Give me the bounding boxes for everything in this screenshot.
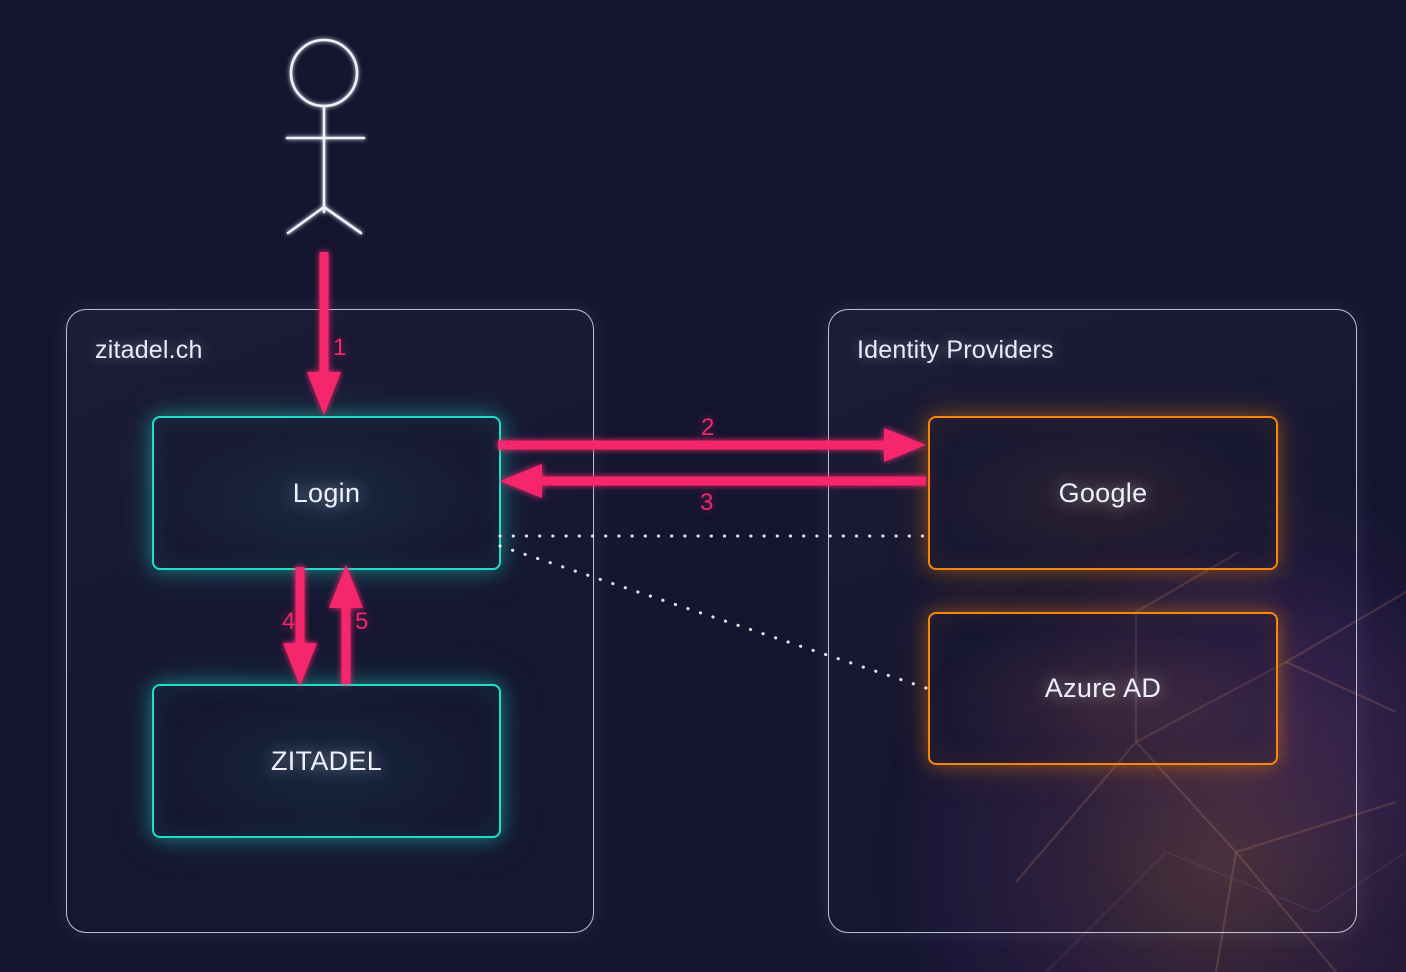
flow-label-2: 2 bbox=[701, 414, 715, 441]
user-stick-figure-icon bbox=[285, 38, 366, 235]
flow-label-5: 5 bbox=[355, 608, 369, 635]
flow-label-1: 1 bbox=[333, 334, 347, 361]
node-google-label: Google bbox=[1058, 477, 1148, 508]
node-azure-ad[interactable]: Azure AD bbox=[928, 612, 1278, 765]
node-login[interactable]: Login bbox=[152, 416, 501, 570]
zone-zitadel-ch: zitadel.ch bbox=[66, 309, 594, 933]
actor-head bbox=[289, 38, 359, 108]
node-google[interactable]: Google bbox=[928, 416, 1278, 570]
node-azure-ad-label: Azure AD bbox=[1044, 673, 1162, 703]
flow-label-3: 3 bbox=[700, 489, 714, 516]
actor-leg-right bbox=[322, 205, 363, 235]
zone-identity-providers-title: Identity Providers bbox=[857, 336, 1054, 364]
node-zitadel-label: ZITADEL bbox=[270, 745, 383, 776]
zone-zitadel-ch-title: zitadel.ch bbox=[95, 336, 203, 364]
actor-leg-left bbox=[286, 205, 326, 235]
node-login-label: Login bbox=[292, 477, 361, 508]
node-zitadel[interactable]: ZITADEL bbox=[152, 684, 501, 838]
flow-label-4: 4 bbox=[282, 608, 296, 635]
